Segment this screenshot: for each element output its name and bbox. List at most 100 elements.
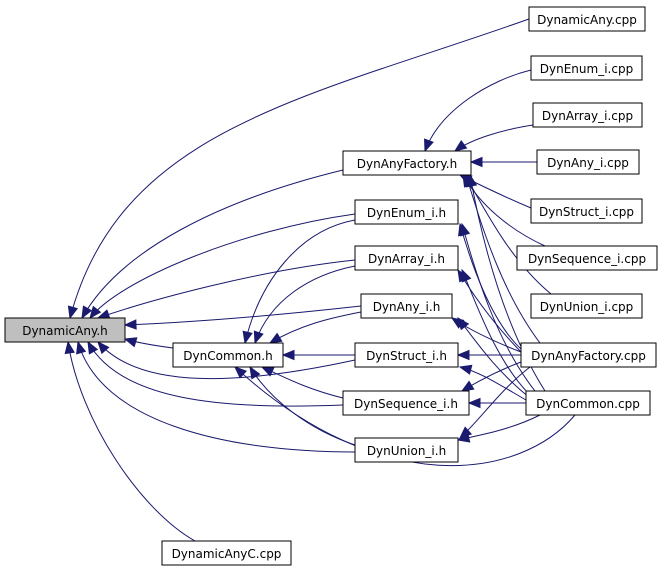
node-dynunion-i-cpp[interactable]: DynUnion_i.cpp <box>530 293 643 319</box>
node-box[interactable] <box>354 199 459 225</box>
node-box[interactable] <box>516 245 658 271</box>
node-box[interactable] <box>525 390 651 416</box>
edge-dynunion-i-h-to-dynamicany-h <box>76 340 356 453</box>
arrowhead <box>81 305 93 320</box>
edge-dynsequence-i-h-to-dyncommon-h <box>260 366 344 399</box>
edge-dynanyfactory-cpp-to-dynsequence-i-h <box>460 361 522 392</box>
node-label: DynamicAny.cpp <box>537 13 637 27</box>
edge-line <box>424 69 532 152</box>
edge-line <box>465 174 541 344</box>
node-box[interactable] <box>342 150 472 176</box>
edge-line <box>87 341 344 407</box>
arrowhead <box>458 364 473 375</box>
arrowhead <box>460 380 475 392</box>
edge-line <box>461 223 536 392</box>
node-dynsequence-i-cpp[interactable]: DynSequence_i.cpp <box>516 245 658 271</box>
arrowhead <box>467 397 481 409</box>
node-box[interactable] <box>530 55 643 81</box>
node-dyncommon-cpp[interactable]: DynCommon.cpp <box>525 390 651 416</box>
arrowhead <box>461 268 472 283</box>
node-box[interactable] <box>4 317 126 343</box>
node-box[interactable] <box>530 198 643 224</box>
edge-dyncommon-cpp-to-dynstruct-i-h <box>458 364 527 401</box>
node-box[interactable] <box>532 102 643 128</box>
node-dyncommon-h[interactable]: DynCommon.h <box>172 342 284 368</box>
node-box[interactable] <box>342 390 470 416</box>
edge-dynstruct-i-h-to-dyncommon-h <box>281 349 355 361</box>
edge-dyncommon-cpp-to-dynany-i-h <box>457 316 531 399</box>
node-dynanyfactory-cpp[interactable]: DynAnyFactory.cpp <box>520 342 657 368</box>
node-box[interactable] <box>354 245 459 271</box>
edge-dynarray-i-h-to-dynamicany-h <box>96 259 356 320</box>
node-box[interactable] <box>528 6 646 32</box>
edge-dynarray-i-h-to-dyncommon-h <box>253 265 356 345</box>
node-dynamicany-cpp[interactable]: DynamicAny.cpp <box>528 6 646 32</box>
node-dynunion-i-h[interactable]: DynUnion_i.h <box>354 437 459 463</box>
node-label: DynStruct_i.cpp <box>539 205 634 219</box>
node-label: DynamicAny.h <box>22 324 108 338</box>
edge-line <box>69 18 530 319</box>
edge-line <box>81 169 344 319</box>
edge-dynenum-i-cpp-to-dynanyfactory-h <box>424 69 532 153</box>
edge-line <box>244 219 356 344</box>
node-label: DynAnyFactory.h <box>357 157 457 171</box>
node-box[interactable] <box>530 293 643 319</box>
edge-dynany-i-h-to-dynamicany-h <box>123 305 362 330</box>
arrowhead <box>457 316 470 331</box>
arrowhead <box>268 332 283 344</box>
node-dynenum-i-h[interactable]: DynEnum_i.h <box>354 199 459 225</box>
arrowhead <box>97 341 110 355</box>
node-label: DynStruct_i.h <box>366 349 447 363</box>
edge-line <box>234 366 576 467</box>
edge-dynanyfactory-cpp-to-dynstruct-i-h <box>456 349 521 361</box>
node-label: DynAny_i.cpp <box>547 156 629 170</box>
edge-line <box>97 341 356 380</box>
arrowhead <box>469 156 483 168</box>
edge-dynsequence-i-h-to-dynamicany-h <box>87 340 344 407</box>
node-dynstruct-i-cpp[interactable]: DynStruct_i.cpp <box>530 198 643 224</box>
node-dynarray-i-cpp[interactable]: DynArray_i.cpp <box>532 102 643 128</box>
edge-dyncommon-cpp-to-dynsequence-i-h <box>467 397 526 409</box>
node-dynamicanyc-cpp[interactable]: DynamicAnyC.cpp <box>161 540 292 566</box>
arrowhead <box>460 222 471 237</box>
arrowhead <box>466 173 478 188</box>
node-box[interactable] <box>354 342 459 368</box>
node-box[interactable] <box>161 540 292 566</box>
node-box[interactable] <box>536 149 640 175</box>
arrowhead <box>67 305 79 320</box>
node-dynenum-i-cpp[interactable]: DynEnum_i.cpp <box>530 55 643 81</box>
node-dynamicany-h[interactable]: DynamicAny.h <box>4 317 126 343</box>
node-dynsequence-i-h[interactable]: DynSequence_i.h <box>342 390 470 416</box>
edge-line <box>454 124 534 152</box>
node-box[interactable] <box>360 293 453 319</box>
edge-dyncommon-cpp-to-dynenum-i-h <box>460 222 536 392</box>
edge-dynany-i-h-to-dyncommon-h <box>268 311 362 344</box>
node-box[interactable] <box>172 342 284 368</box>
arrowhead <box>424 138 434 153</box>
arrowhead <box>234 366 248 379</box>
node-label: DynEnum_i.h <box>367 206 446 220</box>
edge-line <box>461 269 531 396</box>
edge-dyncommon-cpp-to-dynunion-i-h <box>456 414 541 443</box>
edges-layer <box>64 18 576 542</box>
node-dynarray-i-h[interactable]: DynArray_i.h <box>354 245 459 271</box>
node-label: DynCommon.h <box>183 349 272 363</box>
node-box[interactable] <box>520 342 657 368</box>
node-label: DynUnion_i.cpp <box>540 300 634 314</box>
node-label: DynAny_i.h <box>373 300 441 314</box>
arrowhead <box>87 340 99 355</box>
node-label: DynArray_i.cpp <box>542 109 633 123</box>
arrowhead <box>242 330 253 345</box>
edge-dyncommon-cpp-to-dyncommon-h <box>234 366 576 467</box>
node-dynstruct-i-h[interactable]: DynStruct_i.h <box>354 342 459 368</box>
edge-dyncommon-cpp-to-dynarray-i-h <box>461 268 531 396</box>
node-label: DynSequence_i.h <box>354 397 458 411</box>
edge-dyncommon-h-to-dynamicany-h <box>123 337 174 349</box>
arrowhead <box>249 365 261 380</box>
node-dynanyfactory-h[interactable]: DynAnyFactory.h <box>342 150 472 176</box>
node-dynany-i-cpp[interactable]: DynAny_i.cpp <box>536 149 640 175</box>
edge-line <box>269 311 362 344</box>
node-dynany-i-h[interactable]: DynAny_i.h <box>360 293 453 319</box>
node-box[interactable] <box>354 437 459 463</box>
